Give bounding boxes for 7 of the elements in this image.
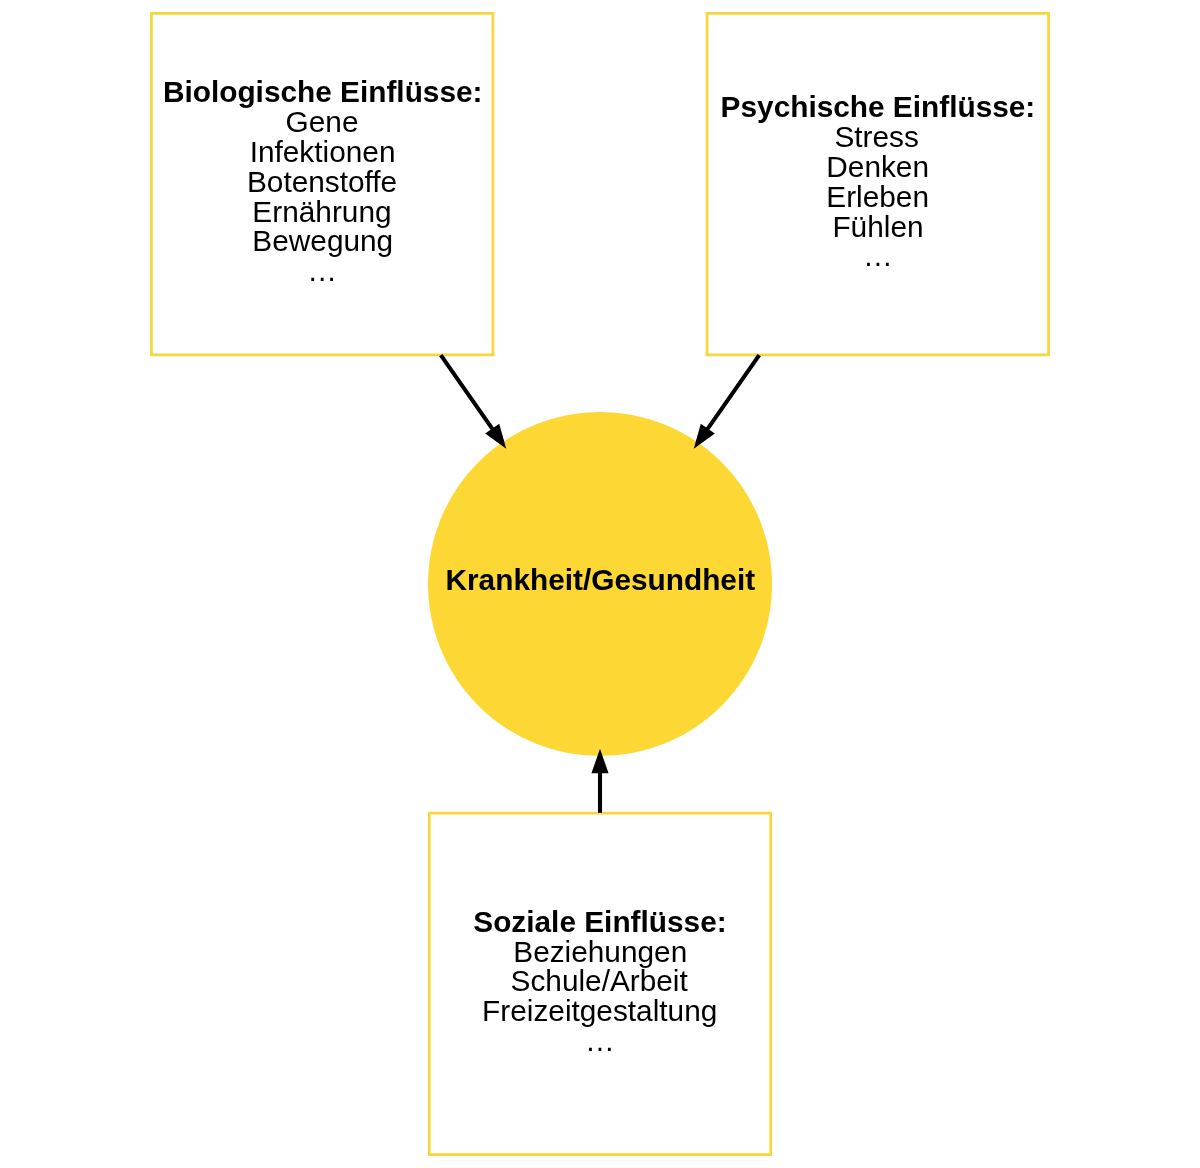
arrow: [591, 748, 609, 813]
arrow: [693, 353, 761, 449]
arrow: [439, 353, 507, 449]
node-box: Soziale Einflüsse: Beziehungen Schule/Arbeit Freizeitgestaltung …: [427, 811, 773, 1156]
node-box: Psychische Einflüsse: Stress Denken Erleben Fühlen …: [705, 12, 1050, 357]
node-circle: Krankheit/Gesundheit: [427, 411, 773, 757]
node-box: Biologische Einflüsse: Gene Infektionen Botenstoffe Ernährung Bewegung …: [150, 12, 495, 357]
